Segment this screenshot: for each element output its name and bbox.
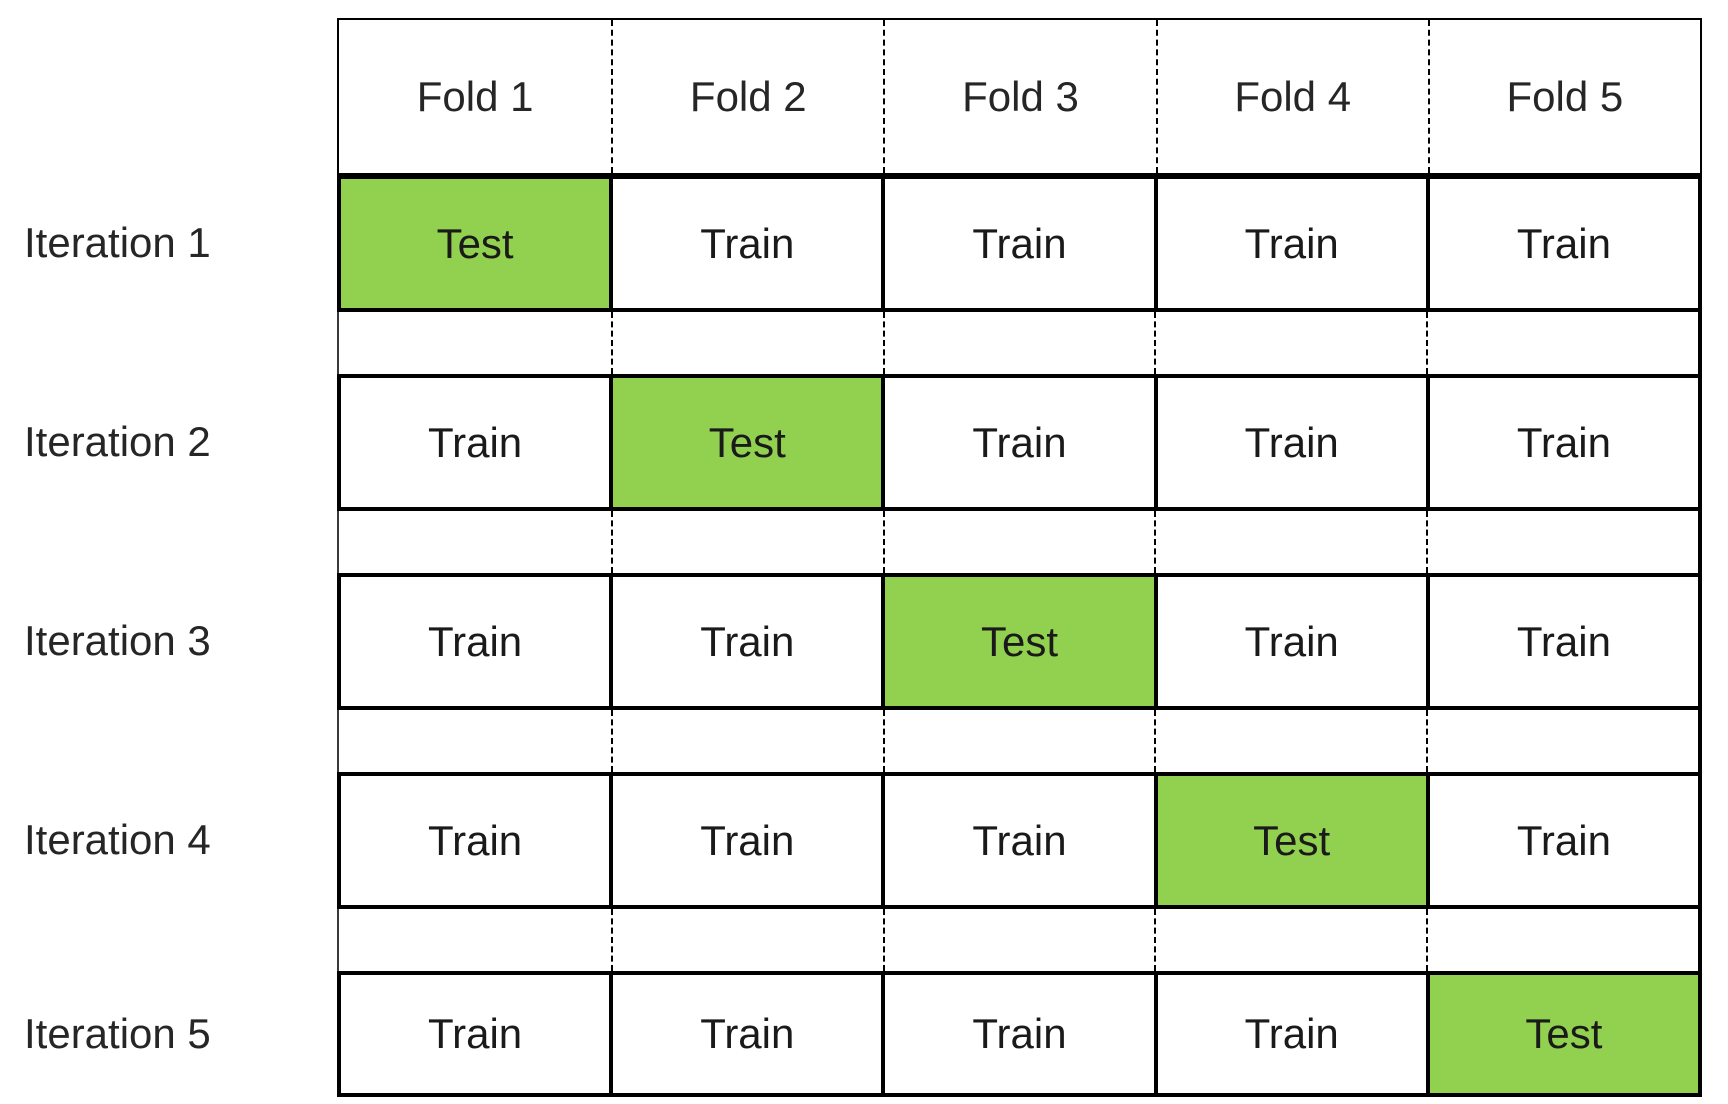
iteration-row: Test Train Train Train Train	[337, 175, 1702, 312]
iteration-label: Iteration 4	[24, 816, 211, 863]
gap-cell	[882, 511, 1155, 573]
gap-cell	[1426, 511, 1698, 573]
cv-cell: Test	[1155, 774, 1428, 907]
gap-cell	[339, 312, 611, 374]
cv-cell: Train	[339, 376, 612, 509]
row-gap	[337, 710, 1702, 772]
gap-cell	[1154, 511, 1426, 573]
cv-cell: Train	[611, 575, 884, 708]
cv-cell: Train	[1427, 376, 1700, 509]
gap-cell	[1426, 909, 1698, 971]
cv-cell: Train	[1427, 774, 1700, 907]
iteration-label: Iteration 1	[24, 219, 211, 266]
cv-cell: Test	[1427, 973, 1700, 1095]
cv-cell: Train	[883, 177, 1156, 310]
gap-cell	[882, 909, 1155, 971]
iteration-label: Iteration 2	[24, 418, 211, 465]
cv-table: Fold 1 Fold 2 Fold 3 Fold 4 Fold 5 Test …	[337, 18, 1702, 1097]
gap-cell	[610, 710, 883, 772]
cv-cell: Test	[611, 376, 884, 509]
cv-cell: Train	[1155, 376, 1428, 509]
iteration-label: Iteration 5	[24, 1010, 211, 1057]
cv-cell: Train	[1155, 973, 1428, 1095]
cv-cell: Test	[339, 177, 612, 310]
iteration-label: Iteration 3	[24, 617, 211, 664]
gap-cell	[339, 710, 611, 772]
gap-cell	[339, 909, 611, 971]
cv-cell: Train	[339, 575, 612, 708]
cv-cell: Train	[1155, 177, 1428, 310]
row-gap	[337, 511, 1702, 573]
fold-header: Fold 2	[611, 20, 883, 173]
cv-cell: Train	[883, 376, 1156, 509]
cv-cell: Train	[883, 774, 1156, 907]
iteration-row: Train Test Train Train Train	[337, 374, 1702, 511]
gap-cell	[339, 511, 611, 573]
cv-cell: Test	[883, 575, 1156, 708]
gap-cell	[882, 312, 1155, 374]
fold-header: Fold 5	[1427, 20, 1700, 173]
gap-cell	[1426, 710, 1698, 772]
cv-cell: Train	[611, 774, 884, 907]
gap-cell	[610, 909, 883, 971]
iteration-row: Train Train Test Train Train	[337, 573, 1702, 710]
gap-cell	[610, 312, 883, 374]
fold-header: Fold 1	[416, 72, 534, 120]
cv-cell: Train	[339, 973, 612, 1095]
cv-cell: Train	[1427, 575, 1700, 708]
cv-cell: Train	[611, 973, 884, 1095]
fold-header: Fold 4	[1155, 20, 1428, 173]
gap-cell	[1426, 312, 1698, 374]
iteration-row: Train Train Train Test Train	[337, 772, 1702, 909]
row-gap	[337, 909, 1702, 971]
gap-cell	[1154, 909, 1426, 971]
cv-cell: Train	[339, 774, 612, 907]
fold-header: Fold 3	[883, 20, 1155, 173]
cv-cell: Train	[1427, 177, 1700, 310]
gap-cell	[610, 511, 883, 573]
iteration-row: Train Train Train Train Test	[337, 971, 1702, 1097]
cv-cell: Train	[883, 973, 1156, 1095]
cv-cell: Train	[611, 177, 884, 310]
fold-header-row: Fold 1 Fold 2 Fold 3 Fold 4 Fold 5	[337, 18, 1702, 175]
gap-cell	[882, 710, 1155, 772]
gap-cell	[1154, 312, 1426, 374]
gap-cell	[1154, 710, 1426, 772]
cv-cell: Train	[1155, 575, 1428, 708]
row-gap	[337, 312, 1702, 374]
